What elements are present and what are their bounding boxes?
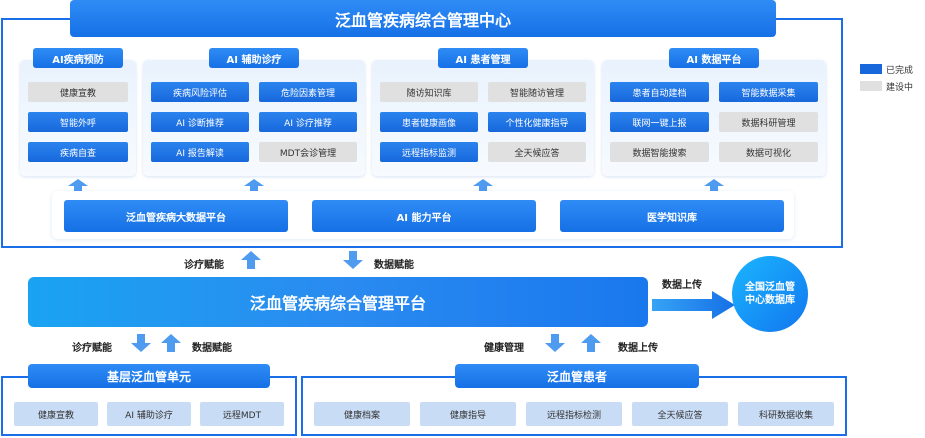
- flow-label-health: 健康管理: [484, 343, 524, 354]
- unit-title: 基层泛血管单元: [28, 364, 270, 388]
- center-title: 泛血管疾病综合管理中心: [70, 0, 776, 37]
- main-platform: 泛血管疾病综合管理平台: [28, 277, 648, 327]
- flow-label-upload-db: 数据上传: [662, 280, 702, 291]
- patient-item: 全天候应答: [632, 402, 728, 426]
- module-item: 危险因素管理: [259, 82, 357, 102]
- flow-label-data-upper: 数据赋能: [374, 260, 414, 271]
- module-item: AI 诊疗推荐: [259, 112, 357, 132]
- module-item: 疾病自查: [28, 142, 128, 162]
- arrow-down-icon: [545, 334, 565, 352]
- arrow-right-icon: [652, 291, 735, 319]
- module-item: AI 诊断推荐: [151, 112, 249, 132]
- flow-label-diagnosis-lower: 诊疗赋能: [72, 343, 112, 354]
- legend-swatch-done: [860, 64, 882, 74]
- patient-item: 健康指导: [420, 402, 516, 426]
- arrow-up-icon: [244, 179, 264, 191]
- database-line-2: 中心数据库: [745, 295, 795, 306]
- module-item: 健康宣教: [28, 82, 128, 102]
- module-title: AI疾病预防: [33, 48, 123, 68]
- platform-item: 医学知识库: [560, 200, 784, 232]
- module-item: 智能随访管理: [488, 82, 586, 102]
- arrow-up-icon: [68, 179, 88, 191]
- module-item: MDT会诊管理: [259, 142, 357, 162]
- patient-item: 远程指标检测: [526, 402, 622, 426]
- module-item: AI 报告解读: [151, 142, 249, 162]
- module-item: 患者健康画像: [380, 112, 478, 132]
- module-item: 数据科研管理: [719, 112, 818, 132]
- module-item: 智能数据采集: [719, 82, 818, 102]
- platform-item: AI 能力平台: [312, 200, 536, 232]
- module-item: 智能外呼: [28, 112, 128, 132]
- database-line-1: 全国泛血管: [745, 282, 795, 293]
- arrow-up-icon: [241, 251, 261, 269]
- arrow-down-icon: [343, 251, 363, 269]
- module-item: 个性化健康指导: [488, 112, 586, 132]
- patient-title: 泛血管患者: [455, 364, 699, 388]
- module-item: 患者自动建档: [610, 82, 709, 102]
- patient-item: 科研数据收集: [738, 402, 834, 426]
- module-item: 数据可视化: [719, 142, 818, 162]
- unit-item: AI 辅助诊疗: [107, 402, 191, 426]
- module-item: 远程指标监测: [380, 142, 478, 162]
- unit-item: 健康宣教: [14, 402, 98, 426]
- legend-label-wip: 建设中: [886, 83, 914, 93]
- arrow-up-icon: [473, 179, 493, 191]
- module-item: 全天候应答: [488, 142, 586, 162]
- module-item: 疾病风险评估: [151, 82, 249, 102]
- flow-label-data-lower: 数据赋能: [192, 343, 232, 354]
- module-item: 随访知识库: [380, 82, 478, 102]
- module-item: 数据智能搜索: [610, 142, 709, 162]
- module-item: 联网一键上报: [610, 112, 709, 132]
- module-title: AI 患者管理: [438, 48, 528, 68]
- legend-label-done: 已完成: [886, 66, 914, 76]
- unit-item: 远程MDT: [200, 402, 284, 426]
- arrow-up-icon: [161, 334, 181, 352]
- flow-label-diagnosis-upper: 诊疗赋能: [184, 260, 224, 271]
- legend-swatch-wip: [860, 81, 882, 91]
- national-database: 全国泛血管 中心数据库: [732, 256, 808, 332]
- flow-label-upload-lower: 数据上传: [618, 343, 658, 354]
- arrow-up-icon: [581, 334, 601, 352]
- arrow-down-icon: [131, 334, 151, 352]
- platform-item: 泛血管疾病大数据平台: [64, 200, 288, 232]
- arrow-up-icon: [704, 179, 724, 191]
- module-title: AI 辅助诊疗: [209, 48, 299, 68]
- module-title: AI 数据平台: [669, 48, 759, 68]
- patient-item: 健康档案: [314, 402, 410, 426]
